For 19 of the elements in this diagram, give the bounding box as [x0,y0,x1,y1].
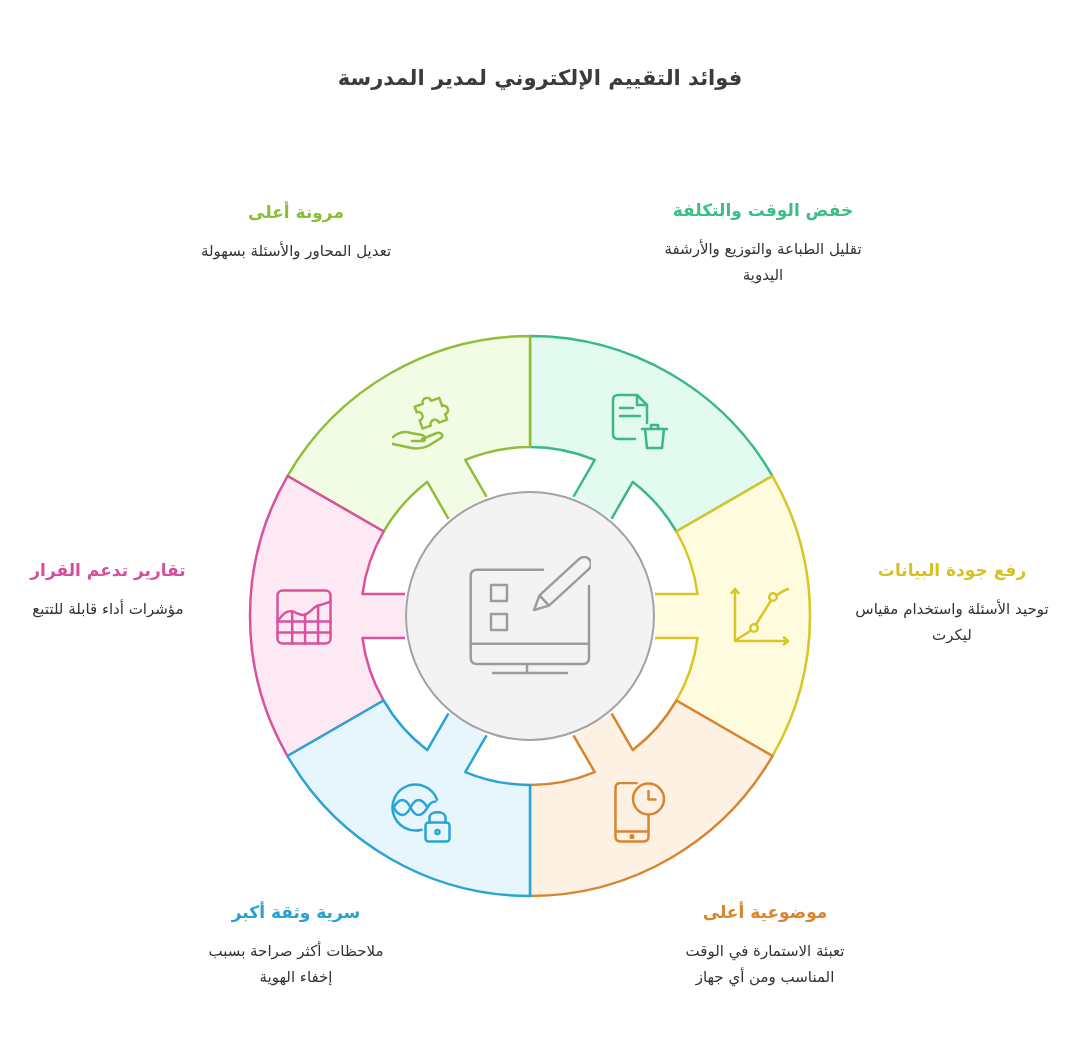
segment-description: تعبئة الاستمارة في الوقت المناسب ومن أي جهاز [684,941,846,989]
wheel-segment [286,334,532,533]
segment-heading: موضوعية أعلى [702,900,828,924]
segment-description: توحيد الأسئلة واستخدام مقياس ليكرت [854,598,1050,646]
segment-description: تقليل الطباعة والتوزيع والأرشفة اليدوية [663,238,863,286]
wheel-segment [528,334,774,533]
segment-description: ملاحظات أكثر صراحة بسبب إخفاء الهوية [207,940,385,988]
segment-heading: رفع جودة البيانات [877,559,1027,582]
diagram-title: فوائد التقييم الإلكتروني لمدير المدرسة [337,65,743,92]
segment-heading: مرونة أعلى [248,200,344,224]
segment-description: مؤشرات أداء قابلة للتتبع [32,598,184,620]
segment-heading: خفض الوقت والتكلفة [672,199,854,222]
wheel-segment [653,474,811,758]
wheel-segment [528,699,774,898]
segment-description: تعديل المحاور والأسئلة بسهولة [200,240,392,262]
segment-heading: سرية وثقة أكبر [231,900,361,924]
wheel-segment [249,474,407,758]
segment-heading: تقارير تدعم القرار [30,559,186,582]
wheel-segment [286,699,532,898]
